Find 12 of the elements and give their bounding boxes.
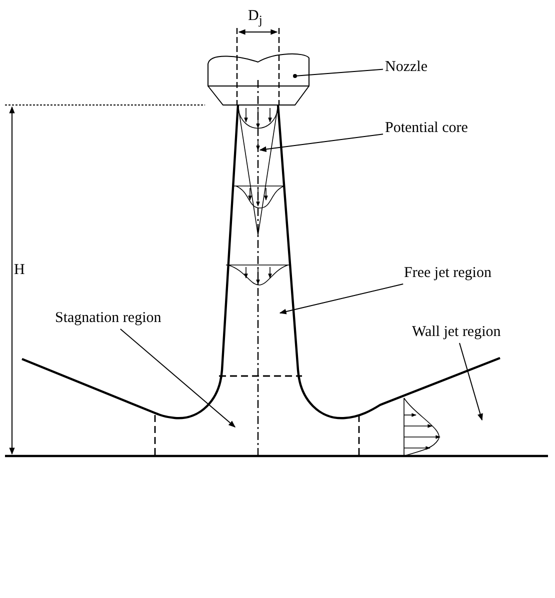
leader-line (259, 134, 384, 152)
region-label: Wall jet region (412, 324, 501, 341)
leader-line (120, 328, 236, 428)
region-label: Stagnation region (55, 310, 162, 327)
dimension-label: H (14, 262, 25, 279)
leader-line (459, 342, 483, 421)
region-label: Nozzle (385, 59, 428, 76)
leader-line (293, 68, 384, 78)
region-label: Potential core (385, 120, 468, 137)
leader-line (279, 284, 404, 314)
region-label: Free jet region (404, 265, 492, 282)
dimension-label: D$_{j}$ (248, 8, 262, 29)
